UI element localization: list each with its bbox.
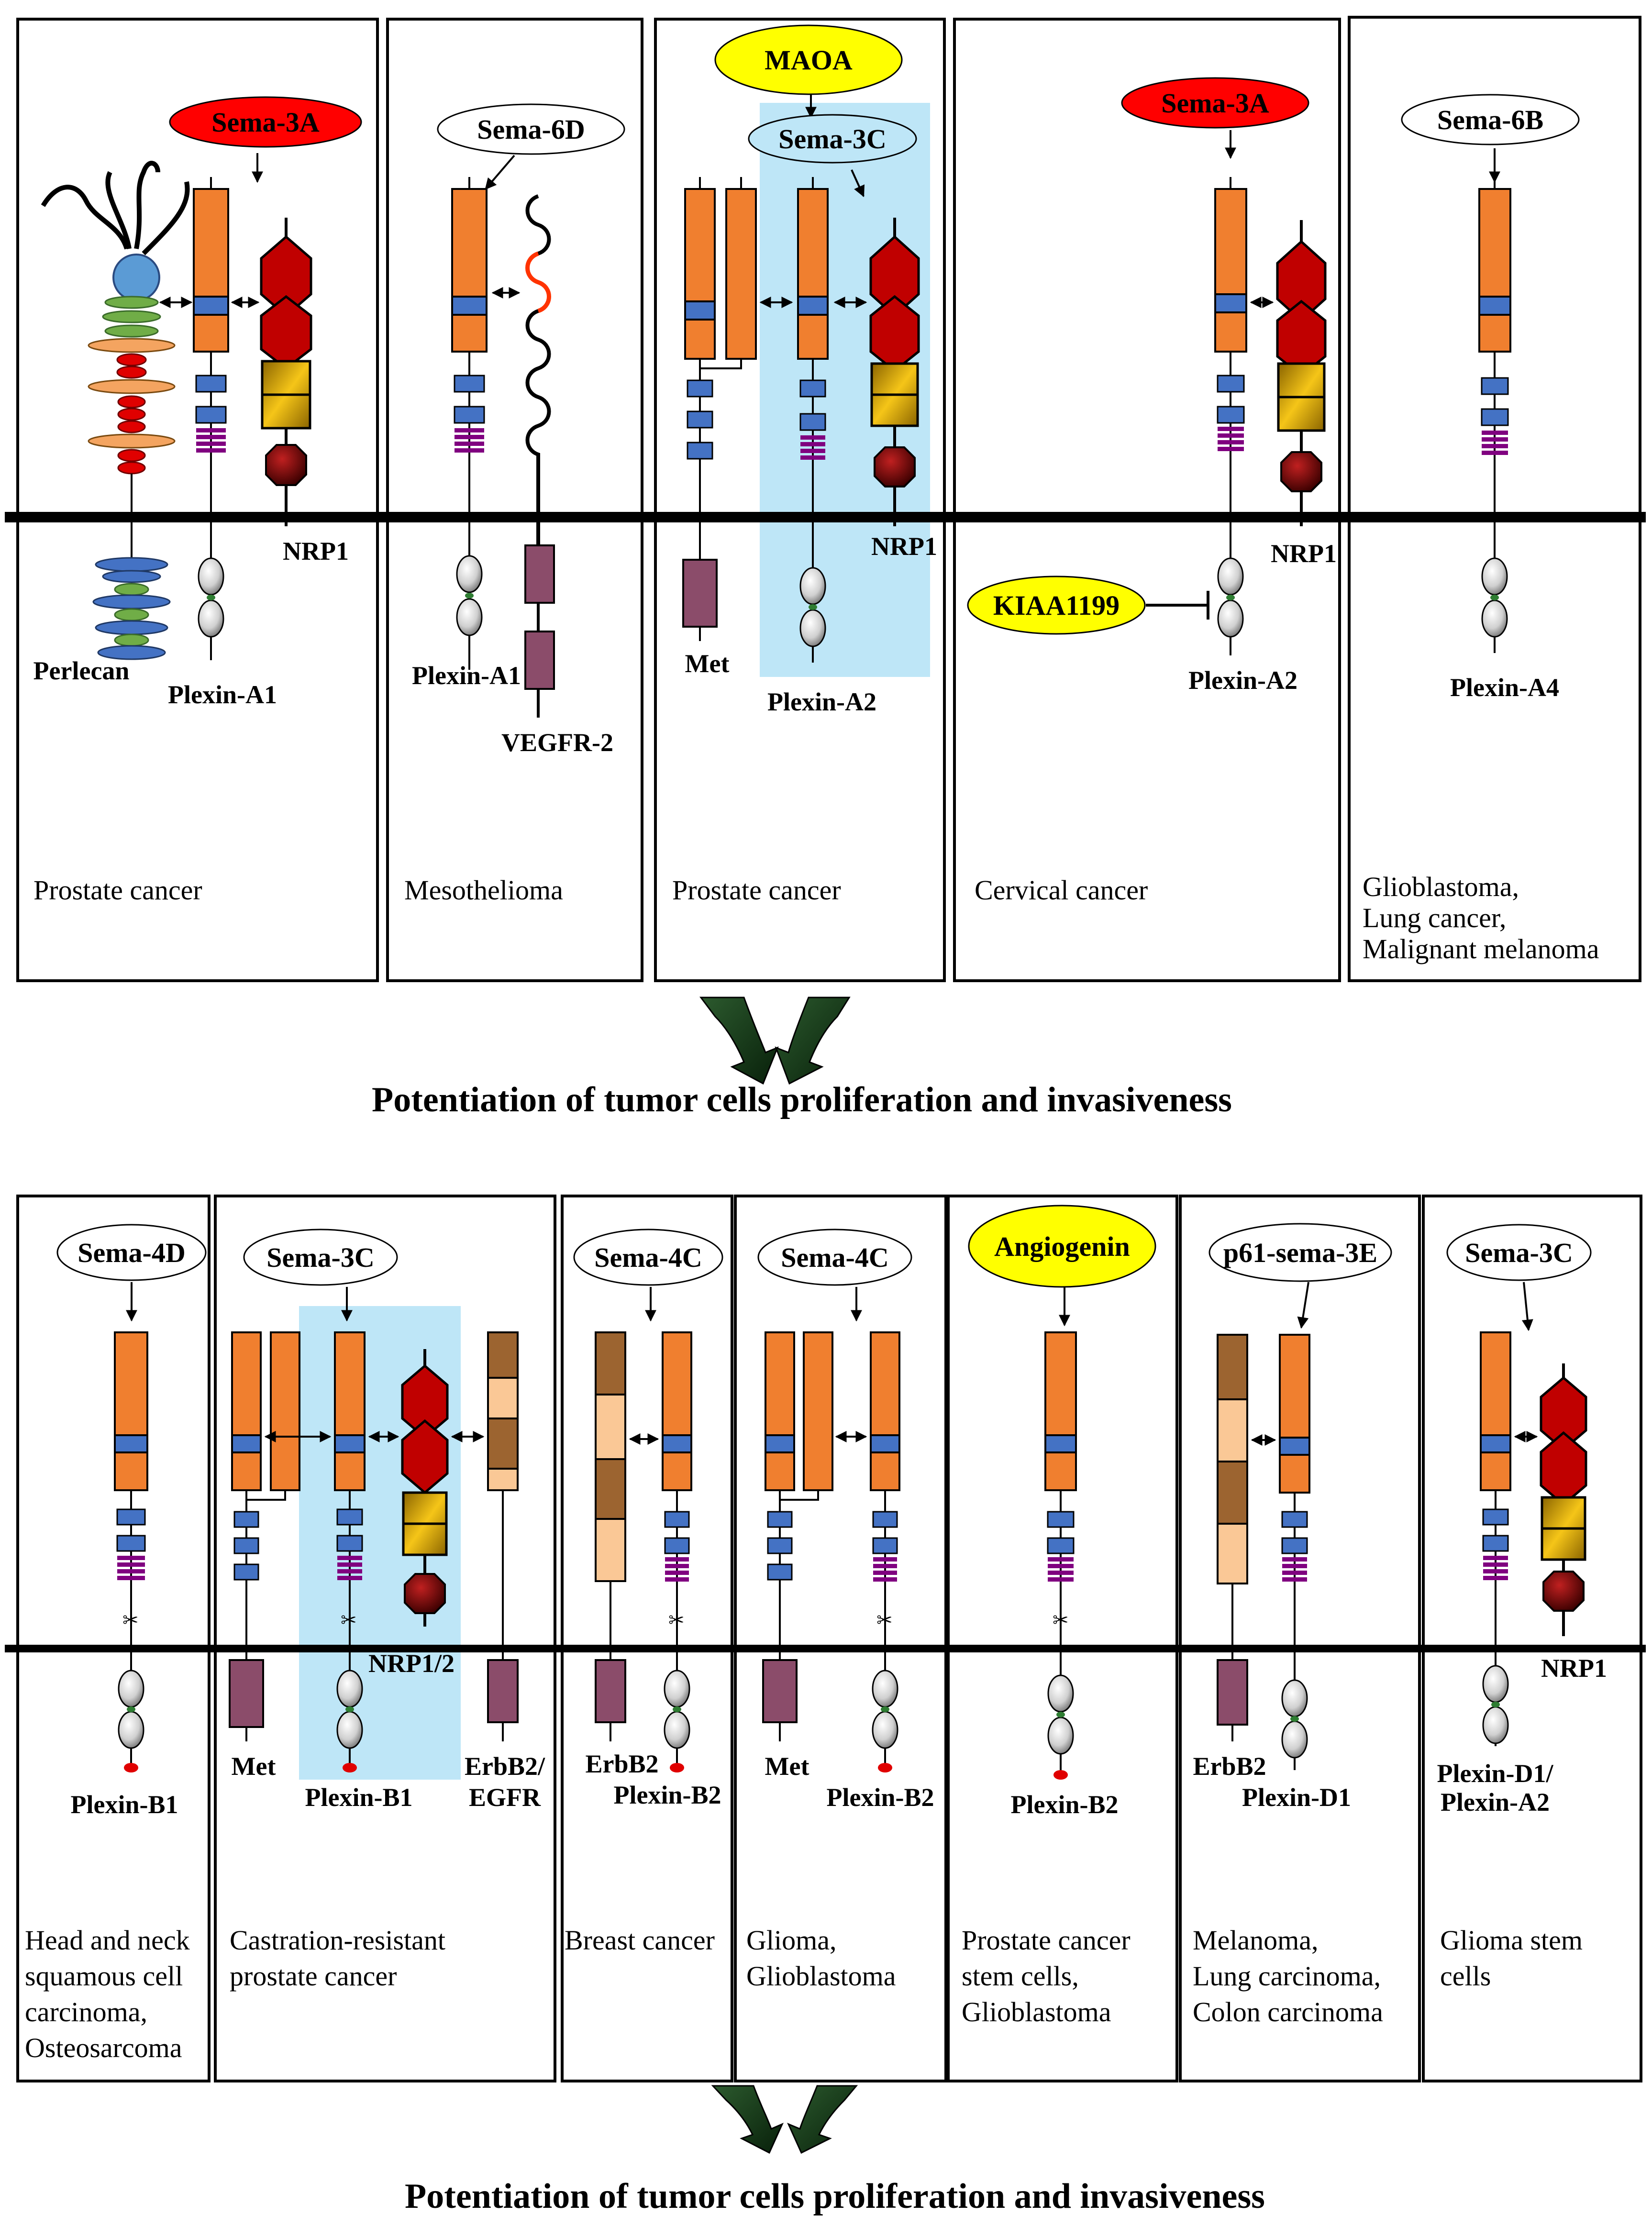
disease-label: prostate cancer: [230, 1960, 397, 1992]
disease-label: Glioma stem: [1440, 1925, 1583, 1956]
molecule-label-met: Met: [685, 649, 730, 678]
disease-label: Glioblastoma: [962, 1996, 1111, 2027]
molecule-label-plexin-b2: Plexin-B2: [614, 1781, 721, 1809]
molecule-label-nrp1: NRP1: [1541, 1654, 1607, 1683]
svg-text:✂: ✂: [876, 1609, 893, 1631]
disease-label: Lung carcinoma,: [1193, 1960, 1381, 1992]
svg-text:✂: ✂: [668, 1609, 685, 1631]
disease-label: Prostate cancer: [33, 875, 202, 906]
ligand-label: Sema-3C: [778, 123, 887, 155]
molecule-label-vegfr2: VEGFR-2: [501, 728, 613, 757]
text-layer: Sema-3A Sema-6D MAOA Sema-3C Sema-3A KIA…: [25, 44, 1607, 2216]
ligand-label: Sema-4D: [78, 1237, 186, 1268]
panel-2-4: ✂: [757, 1229, 912, 1772]
disease-label: Malignant melanoma: [1363, 933, 1599, 964]
molecule-label-plexin-b1: Plexin-B1: [71, 1790, 178, 1819]
converging-arrows-row1: [699, 997, 851, 1085]
molecule-label-met: Met: [765, 1752, 809, 1781]
disease-label: Melanoma,: [1193, 1925, 1319, 1956]
ligand-label: Sema-6B: [1437, 104, 1543, 135]
disease-label: Lung cancer,: [1363, 902, 1506, 933]
panel-1-1: [41, 96, 362, 660]
panel-1-2: [437, 103, 625, 718]
ligand-label: Angiogenin: [994, 1231, 1130, 1262]
ligand-label: Sema-3C: [266, 1242, 375, 1273]
molecule-label-plexin-a1: Plexin-A1: [412, 661, 521, 690]
cell-membrane-row2: [5, 1645, 1646, 1652]
panel-2-7: [1446, 1224, 1592, 1746]
molecule-label-nrp1: NRP1: [283, 537, 349, 565]
panel-2-5: ✂: [968, 1205, 1156, 1780]
disease-label: stem cells,: [962, 1960, 1079, 1992]
molecule-label-nrp1: NRP1: [1271, 539, 1337, 568]
disease-label: Prostate cancer: [962, 1925, 1131, 1956]
molecule-label-plexin-b2: Plexin-B2: [1011, 1790, 1119, 1819]
disease-label: Head and neck: [25, 1925, 190, 1956]
molecule-label-erbb2-egfr: EGFR: [469, 1783, 541, 1812]
disease-label: Cervical cancer: [975, 875, 1148, 906]
panel-1-4: [967, 77, 1327, 655]
panel-1-3: [682, 24, 920, 663]
molecule-label-erbb2: ErbB2: [1193, 1752, 1266, 1781]
converging-arrows-row2: [711, 2085, 858, 2154]
panel-2-2: ✂: [229, 1229, 519, 1772]
modulator-label: MAOA: [765, 44, 853, 76]
svg-text:✂: ✂: [341, 1609, 357, 1631]
disease-label: Osteosarcoma: [25, 2032, 182, 2063]
molecule-label-plexin-b2: Plexin-B2: [827, 1783, 934, 1812]
svg-text:✂: ✂: [1053, 1609, 1069, 1631]
disease-label: Castration-resistant: [230, 1925, 445, 1956]
plexin-a1-receptor: [193, 177, 229, 660]
molecule-label-plexin-a2: Plexin-A2: [767, 687, 876, 716]
molecule-label-plexin-d1: Plexin-D1: [1242, 1783, 1351, 1812]
ligand-label: Sema-3C: [1465, 1237, 1573, 1268]
disease-label: carcinoma,: [25, 1996, 147, 2027]
panel-2-3: ✂: [573, 1229, 723, 1772]
disease-label: squamous cell: [25, 1960, 183, 1992]
molecule-label-nrp1-2: NRP1/2: [368, 1649, 455, 1678]
ligand-label: Sema-6D: [477, 114, 585, 145]
svg-text:✂: ✂: [122, 1609, 139, 1631]
disease-label: Colon carcinoma: [1193, 1996, 1383, 2027]
molecule-label-plexin-d1-a2: Plexin-A2: [1441, 1788, 1550, 1816]
row1-panel-frames: [16, 16, 1641, 982]
molecule-label-plexin-b1: Plexin-B1: [305, 1783, 413, 1812]
row2-panel-frames: [16, 1195, 1642, 2082]
ligand-label: Sema-4C: [594, 1242, 702, 1273]
ligand-ellipse: [169, 96, 362, 148]
ligand-label: Sema-3A: [211, 107, 320, 138]
nrp1-coreceptor: [260, 218, 312, 526]
ligand-label: Sema-4C: [781, 1242, 889, 1273]
modulator-label: KIAA1199: [993, 590, 1120, 621]
disease-label: Mesothelioma: [404, 875, 563, 906]
molecule-label-nrp1: NRP1: [871, 532, 937, 561]
cell-membrane-row1: [5, 512, 1646, 522]
panel-2-6: [1209, 1223, 1392, 1770]
molecule-label-erbb2: ErbB2: [585, 1750, 658, 1778]
molecule-label-perlecan: Perlecan: [33, 656, 130, 685]
disease-label: cells: [1440, 1960, 1491, 1992]
ligand-label: p61-sema-3E: [1223, 1237, 1377, 1268]
disease-label: Glioblastoma,: [1363, 871, 1519, 902]
panel-1-5: [1401, 94, 1580, 653]
result-statement-row2: Potentiation of tumor cells proliferatio…: [405, 2177, 1265, 2216]
perlecan-molecule: [41, 161, 190, 660]
disease-label: Glioblastoma: [746, 1960, 896, 1992]
disease-label: Glioma,: [746, 1925, 836, 1956]
molecule-label-plexin-d1-a2: Plexin-D1/: [1437, 1759, 1554, 1788]
molecule-label-erbb2-egfr: ErbB2/: [465, 1752, 545, 1781]
disease-label: Prostate cancer: [672, 875, 841, 906]
molecule-label-plexin-a4: Plexin-A4: [1450, 673, 1559, 702]
panel-2-1: ✂: [56, 1224, 207, 1772]
molecule-label-plexin-a1: Plexin-A1: [168, 680, 277, 709]
disease-label: Breast cancer: [565, 1925, 715, 1956]
molecule-label-met: Met: [232, 1752, 276, 1781]
ligand-label: Sema-3A: [1161, 88, 1269, 119]
molecule-label-plexin-a2: Plexin-A2: [1188, 666, 1297, 695]
result-statement-row1: Potentiation of tumor cells proliferatio…: [372, 1080, 1232, 1119]
